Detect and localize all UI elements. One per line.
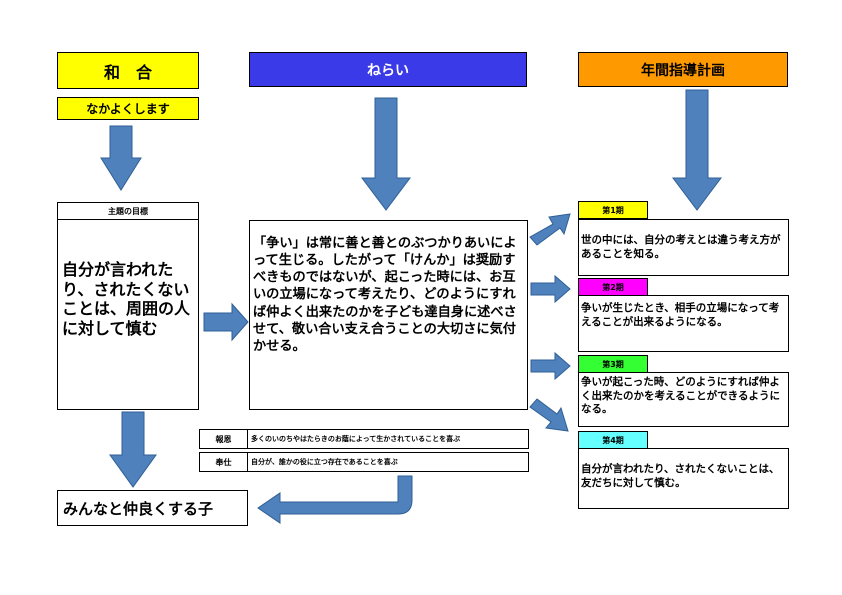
- value-label-1-text: 報恩: [215, 434, 232, 444]
- down-arrow-plan: [672, 89, 722, 211]
- aim-box: 「争い」は常に善と善とのぶつかりあいによって生じる。したがって「けんか」は奨励す…: [249, 220, 528, 410]
- period-2-label-text: 第2期: [602, 282, 624, 292]
- period-4-box: 自分が言われたり、されたくないことは、友だちに対して慎む。: [578, 448, 789, 509]
- period-2-label: 第2期: [578, 278, 648, 296]
- value-label-2: 奉仕: [199, 452, 248, 472]
- down-arrow-nerai: [361, 97, 411, 211]
- period-1-box: 世の中には、自分の考えとは違う考え方があることを知る。: [578, 219, 789, 276]
- arrow-to-period-1: [529, 213, 571, 246]
- period-3-label: 第3期: [578, 355, 648, 373]
- value-text-1-text: 多くのいのちやはたらきのお蔭によって生かされていることを喜ぶ: [251, 435, 461, 443]
- nakayoku-header: なかよくします: [57, 97, 199, 120]
- value-text-1: 多くのいのちやはたらきのお蔭によって生かされていることを喜ぶ: [247, 429, 529, 449]
- period-1-label: 第1期: [578, 201, 648, 219]
- aim-text: 「争い」は常に善と善とのぶつかりあいによって生じる。したがって「けんか」は奨励す…: [253, 236, 517, 354]
- period-2-box: 争いが生じたとき、相手の立場になって考えることが出来るようになる。: [578, 295, 789, 352]
- wago-label: 和 合: [103, 62, 152, 82]
- down-arrow-theme-result: [109, 411, 157, 488]
- wago-header: 和 合: [57, 52, 199, 89]
- result-box: みんなと仲良くする子: [57, 490, 248, 526]
- theme-text: 自分が言われたり、されたくないことは、周囲の人に対して慎む: [62, 260, 191, 338]
- period-3-box: 争いが起こった時、どのようにすれば仲よく出来たのかを考えることができるようになる…: [578, 372, 789, 427]
- nerai-label: ねらい: [367, 62, 409, 79]
- period-1-text: 世の中には、自分の考えとは違う考え方があることを知る。: [581, 234, 781, 260]
- period-4-label: 第4期: [578, 431, 648, 449]
- period-1-label-text: 第1期: [602, 205, 624, 215]
- theme-box: 自分が言われたり、されたくないことは、周囲の人に対して慎む: [57, 219, 199, 410]
- period-3-label-text: 第3期: [602, 359, 624, 369]
- period-4-label-text: 第4期: [602, 435, 624, 445]
- value-label-1: 報恩: [199, 429, 248, 449]
- curved-arrow-to-result: [257, 475, 413, 524]
- period-3-text: 争いが起こった時、どのようにすれば仲よく出来たのかを考えることができるようになる…: [581, 376, 780, 416]
- value-text-2: 自分が、誰かの役に立つ存在であることを喜ぶ: [247, 452, 529, 472]
- plan-label: 年間指導計画: [641, 62, 725, 79]
- nerai-header: ねらい: [249, 52, 527, 87]
- right-arrow-theme-aim: [203, 302, 249, 342]
- result-text: みんなと仲良くする子: [63, 499, 214, 518]
- value-label-2-text: 奉仕: [215, 457, 232, 467]
- plan-header: 年間指導計画: [578, 52, 788, 87]
- arrow-to-period-3: [530, 351, 571, 381]
- down-arrow-nakayoku: [100, 125, 142, 191]
- period-4-text: 自分が言われたり、されたくないことは、友だちに対して慎む。: [581, 463, 780, 489]
- arrow-to-period-2: [530, 274, 571, 304]
- theme-label-box: 主題の目標: [57, 202, 199, 220]
- theme-label: 主題の目標: [108, 206, 148, 216]
- period-2-text: 争いが生じたとき、相手の立場になって考えることが出来るようになる。: [581, 302, 780, 328]
- arrow-to-period-4: [529, 398, 569, 432]
- value-text-2-text: 自分が、誰かの役に立つ存在であることを喜ぶ: [251, 458, 398, 466]
- nakayoku-label: なかよくします: [86, 102, 170, 116]
